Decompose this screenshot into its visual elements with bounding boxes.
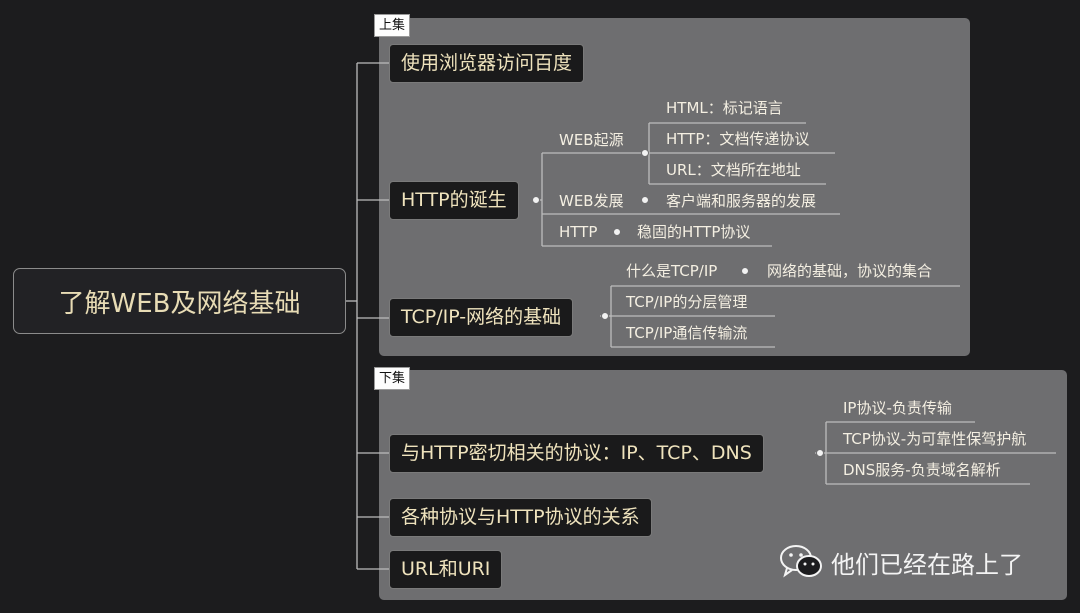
subtopic-web-dev[interactable]: WEB发展 <box>559 192 624 210</box>
subtopic-stable-http[interactable]: 稳固的HTTP协议 <box>637 223 751 241</box>
subtopic-tcp[interactable]: TCP协议-为可靠性保驾护航 <box>843 430 1027 448</box>
topic-protocol-relations[interactable]: 各种协议与HTTP协议的关系 <box>389 498 652 537</box>
junction-dot <box>532 196 540 204</box>
topic-tcpip[interactable]: TCP/IP-网络的基础 <box>389 298 574 337</box>
subtopic-url-address[interactable]: URL：文档所在地址 <box>666 161 801 179</box>
subtopic-dns[interactable]: DNS服务-负责域名解析 <box>843 461 1001 479</box>
panel-tag-part2: 下集 <box>374 367 411 390</box>
topic-url-uri[interactable]: URL和URI <box>389 550 503 589</box>
topic-related-protocols[interactable]: 与HTTP密切相关的协议：IP、TCP、DNS <box>389 434 764 473</box>
junction-dot <box>601 312 609 320</box>
subtopic-web-origin[interactable]: WEB起源 <box>559 131 624 149</box>
watermark-text: 他们已经在路上了 <box>831 550 1023 579</box>
subtopic-html[interactable]: HTML：标记语言 <box>666 99 783 117</box>
subtopic-client-server[interactable]: 客户端和服务器的发展 <box>666 192 817 210</box>
wechat-icon <box>780 545 822 578</box>
junction-dot <box>816 449 824 457</box>
junction-dot <box>641 196 649 204</box>
subtopic-http-transfer[interactable]: HTTP：文档传递协议 <box>666 130 810 148</box>
subtopic-http[interactable]: HTTP <box>559 223 598 241</box>
topic-visit-baidu[interactable]: 使用浏览器访问百度 <box>389 44 585 83</box>
subtopic-flow[interactable]: TCP/IP通信传输流 <box>626 324 748 342</box>
watermark: 他们已经在路上了 <box>779 544 1023 580</box>
subtopic-protocol-set[interactable]: 网络的基础，协议的集合 <box>767 262 933 280</box>
topic-http-birth[interactable]: HTTP的诞生 <box>389 181 519 220</box>
junction-dot <box>613 228 621 236</box>
junction-dot <box>741 267 749 275</box>
subtopic-ip[interactable]: IP协议-负责传输 <box>843 399 952 417</box>
junction-dot <box>641 149 649 157</box>
root-topic[interactable]: 了解WEB及网络基础 <box>13 268 346 334</box>
subtopic-layers[interactable]: TCP/IP的分层管理 <box>626 293 748 311</box>
panel-tag-part1: 上集 <box>374 14 411 37</box>
subtopic-what-tcpip[interactable]: 什么是TCP/IP <box>626 262 718 280</box>
